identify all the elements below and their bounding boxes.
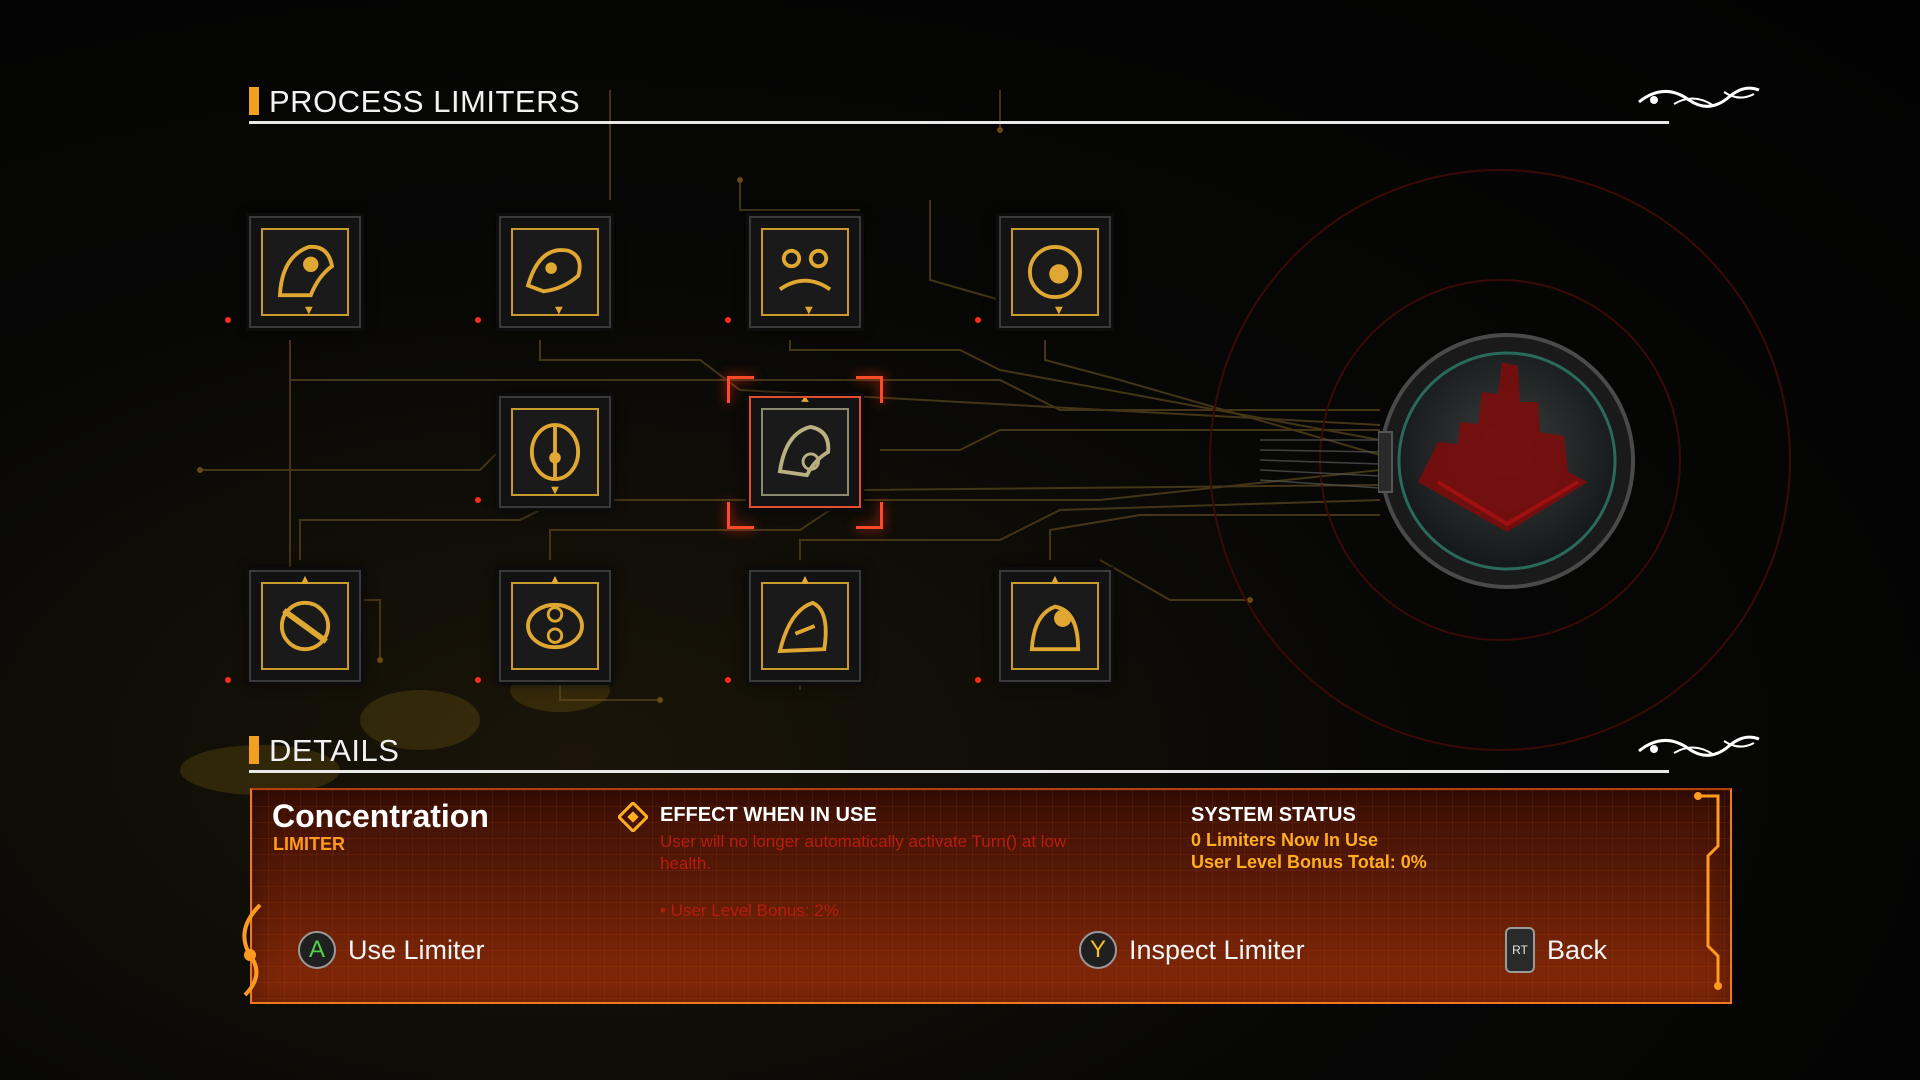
limiter-name: Concentration: [272, 798, 489, 834]
limiter-glyph-icon: [526, 575, 584, 650]
limiter-chip-1[interactable]: [249, 216, 361, 328]
effect-description: User will no longer automatically activa…: [660, 832, 1067, 873]
details-header: DETAILS: [249, 733, 1764, 773]
limiter-glyph-icon: [777, 575, 828, 654]
section-title: PROCESS LIMITERS: [269, 84, 581, 119]
diamond-icon: [618, 802, 648, 832]
limiter-chip-6-selected[interactable]: [749, 396, 861, 508]
panel-grid: [252, 790, 1730, 1002]
limiters-in-use: 0 Limiters Now In Use: [1191, 830, 1379, 850]
header-rule: [249, 770, 1669, 773]
process-limiters-header: PROCESS LIMITERS: [249, 84, 1764, 124]
limiter-chip-7[interactable]: [249, 570, 361, 682]
selection-corner: [856, 502, 883, 529]
ornament-icon: [1638, 86, 1760, 108]
circuit-right-icon: [1694, 792, 1722, 990]
back-button[interactable]: RT Back: [1505, 927, 1608, 973]
selection-corner: [727, 502, 754, 529]
effect-bonus: • User Level Bonus: 2%: [660, 901, 839, 920]
limiter-type: LIMITER: [273, 834, 345, 854]
core-emblem-icon: [1378, 333, 1635, 589]
a-button-icon: A: [298, 931, 336, 969]
system-status-title: SYSTEM STATUS: [1191, 804, 1356, 826]
limiter-chip-4[interactable]: [999, 216, 1111, 328]
header-accent-bar: [249, 87, 259, 115]
limiter-glyph-icon: [277, 244, 335, 315]
limiter-glyph-icon: [279, 575, 331, 652]
limiter-chip-5[interactable]: [499, 396, 611, 508]
limiter-glyph-icon: [778, 248, 832, 315]
limiter-glyph-icon: [525, 248, 582, 315]
limiter-glyph-icon: [529, 423, 581, 495]
ornament-icon: [1638, 735, 1760, 757]
limiter-glyph-icon: [1028, 245, 1082, 315]
limiter-chip-8[interactable]: [499, 570, 611, 682]
inspect-limiter-button[interactable]: Y Inspect Limiter: [1079, 928, 1305, 972]
use-limiter-label: Use Limiter: [348, 934, 485, 965]
limiter-glyph-icon: [777, 398, 831, 478]
y-button-icon: Y: [1079, 931, 1117, 969]
back-label: Back: [1547, 934, 1608, 965]
limiter-chip-3[interactable]: [749, 216, 861, 328]
header-rule: [249, 121, 1669, 124]
inspect-limiter-label: Inspect Limiter: [1129, 934, 1305, 965]
selection-corner: [856, 376, 883, 403]
user-level-bonus-total: User Level Bonus Total: 0%: [1191, 852, 1427, 872]
selection-corner: [727, 376, 754, 403]
section-title: DETAILS: [269, 733, 400, 768]
header-accent-bar: [249, 736, 259, 764]
limiter-glyph-icon: [1029, 575, 1081, 652]
effect-title: EFFECT WHEN IN USE: [660, 804, 877, 826]
limiter-chip-10[interactable]: [999, 570, 1111, 682]
flourish-left-icon: [242, 903, 262, 997]
details-panel: Concentration LIMITER EFFECT WHEN IN USE…: [250, 788, 1732, 1004]
limiter-chip-9[interactable]: [749, 570, 861, 682]
use-limiter-button[interactable]: A Use Limiter: [298, 928, 485, 972]
limiter-chip-2[interactable]: [499, 216, 611, 328]
rt-button-icon: RT: [1505, 927, 1535, 973]
